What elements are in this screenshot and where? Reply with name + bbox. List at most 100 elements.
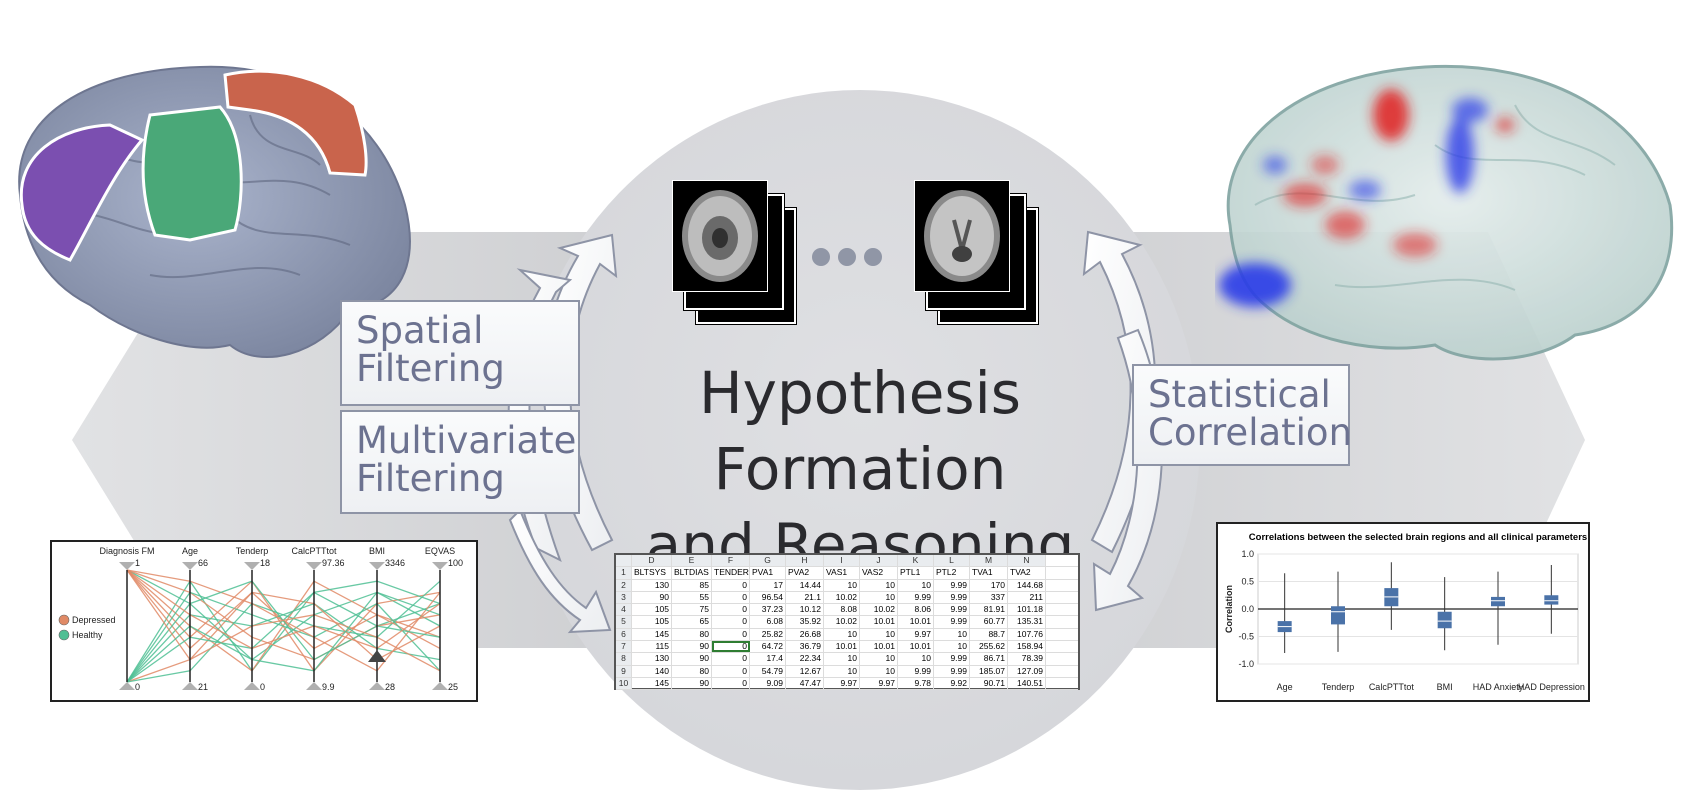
table-cell[interactable]: 47.47 — [786, 677, 824, 690]
column-letter[interactable]: I — [824, 555, 860, 567]
table-cell[interactable]: 12.67 — [786, 665, 824, 677]
axis-bottom-handle[interactable] — [244, 682, 260, 690]
table-cell[interactable]: 22.34 — [786, 653, 824, 665]
table-cell[interactable]: 130 — [632, 579, 672, 591]
table-cell[interactable]: 9.78 — [898, 677, 934, 690]
table-cell[interactable]: 140 — [632, 665, 672, 677]
column-letter[interactable]: D — [632, 555, 672, 567]
table-cell[interactable]: PTL2 — [934, 567, 970, 579]
table-cell[interactable]: 75 — [672, 604, 712, 616]
table-cell[interactable]: PTL1 — [898, 567, 934, 579]
table-cell[interactable]: 10 — [824, 579, 860, 591]
table-cell[interactable]: BLTDIAS — [672, 567, 712, 579]
axis-bottom-handle[interactable] — [119, 682, 135, 690]
table-cell[interactable]: 64.72 — [750, 641, 786, 653]
table-cell[interactable]: 0 — [712, 604, 750, 616]
row-number[interactable]: 6 — [616, 628, 632, 641]
table-cell[interactable]: 9.99 — [898, 665, 934, 677]
table-cell[interactable]: 37.23 — [750, 604, 786, 616]
table-cell[interactable]: 17 — [750, 579, 786, 591]
table-cell[interactable]: 9.09 — [750, 677, 786, 690]
table-cell[interactable]: TVA2 — [1008, 567, 1046, 579]
axis-top-handle[interactable] — [306, 562, 322, 570]
table-cell[interactable]: 0 — [712, 591, 750, 604]
table-cell[interactable]: 145 — [632, 628, 672, 641]
table-cell[interactable]: TVA1 — [970, 567, 1008, 579]
table-cell[interactable]: 10.01 — [824, 641, 860, 653]
table-cell[interactable]: 9.99 — [898, 591, 934, 604]
table-cell[interactable]: 135.31 — [1008, 616, 1046, 628]
table-cell[interactable]: BLTSYS — [632, 567, 672, 579]
table-cell[interactable]: 10.02 — [860, 604, 898, 616]
axis-top-handle[interactable] — [182, 562, 198, 570]
table-cell[interactable]: 145 — [632, 677, 672, 690]
table-cell[interactable]: 211 — [1008, 591, 1046, 604]
table-cell[interactable]: 10 — [860, 653, 898, 665]
table-cell[interactable]: 8.06 — [898, 604, 934, 616]
table-cell[interactable]: 9.99 — [934, 604, 970, 616]
table-cell[interactable]: 105 — [632, 604, 672, 616]
table-cell[interactable]: 144.68 — [1008, 579, 1046, 591]
table-cell[interactable]: 8.08 — [824, 604, 860, 616]
column-letter[interactable]: G — [750, 555, 786, 567]
axis-top-handle[interactable] — [369, 562, 385, 570]
table-cell[interactable]: 35.92 — [786, 616, 824, 628]
table-cell[interactable]: 0 — [712, 665, 750, 677]
axis-bottom-handle[interactable] — [369, 682, 385, 690]
table-cell[interactable]: PVA2 — [786, 567, 824, 579]
table-cell[interactable]: 10.12 — [786, 604, 824, 616]
column-letter[interactable]: E — [672, 555, 712, 567]
table-cell[interactable]: 80 — [672, 665, 712, 677]
table-cell[interactable]: 10.01 — [898, 616, 934, 628]
corner-cell[interactable] — [616, 555, 632, 567]
row-number[interactable]: 3 — [616, 591, 632, 604]
table-cell[interactable]: 60.77 — [970, 616, 1008, 628]
table-cell[interactable]: 10.01 — [898, 641, 934, 653]
table-cell[interactable]: 9.99 — [934, 579, 970, 591]
table-cell[interactable]: 21.1 — [786, 591, 824, 604]
table-cell[interactable]: 337 — [970, 591, 1008, 604]
table-cell[interactable]: 158.94 — [1008, 641, 1046, 653]
table-cell[interactable]: 10 — [934, 641, 970, 653]
table-cell[interactable]: 88.7 — [970, 628, 1008, 641]
row-number[interactable]: 1 — [616, 567, 632, 579]
axis-bottom-handle[interactable] — [306, 682, 322, 690]
table-cell[interactable]: 0 — [712, 579, 750, 591]
table-cell[interactable]: 6.08 — [750, 616, 786, 628]
table-cell[interactable]: 10 — [898, 653, 934, 665]
column-letter[interactable]: J — [860, 555, 898, 567]
table-cell[interactable]: 10 — [860, 591, 898, 604]
table-cell[interactable]: 10 — [934, 628, 970, 641]
table-cell[interactable]: 10 — [860, 665, 898, 677]
table-cell[interactable]: 90 — [672, 653, 712, 665]
table-cell[interactable]: 10 — [824, 665, 860, 677]
table-cell[interactable]: 115 — [632, 641, 672, 653]
table-cell[interactable]: VAS2 — [860, 567, 898, 579]
table-cell[interactable]: 81.91 — [970, 604, 1008, 616]
table-cell[interactable]: 9.92 — [934, 677, 970, 690]
table-cell[interactable]: 80 — [672, 628, 712, 641]
table-cell[interactable]: 10 — [898, 579, 934, 591]
column-letter[interactable]: N — [1008, 555, 1046, 567]
table-cell[interactable]: 9.99 — [934, 591, 970, 604]
table-cell[interactable]: 17.4 — [750, 653, 786, 665]
table-cell[interactable]: 9.99 — [934, 665, 970, 677]
table-cell[interactable]: 0 — [712, 628, 750, 641]
axis-top-handle[interactable] — [244, 562, 260, 570]
axis-top-handle[interactable] — [119, 562, 135, 570]
table-cell[interactable]: 105 — [632, 616, 672, 628]
row-number[interactable]: 8 — [616, 653, 632, 665]
table-cell[interactable]: 101.18 — [1008, 604, 1046, 616]
table-cell[interactable]: 107.76 — [1008, 628, 1046, 641]
table-cell[interactable]: 10.01 — [860, 616, 898, 628]
table-cell[interactable]: 127.09 — [1008, 665, 1046, 677]
column-letter[interactable]: M — [970, 555, 1008, 567]
table-cell[interactable]: 9.97 — [860, 677, 898, 690]
table-cell[interactable]: 55 — [672, 591, 712, 604]
row-number[interactable]: 2 — [616, 579, 632, 591]
table-cell[interactable]: VAS1 — [824, 567, 860, 579]
table-cell[interactable]: 65 — [672, 616, 712, 628]
table-cell[interactable]: 14.44 — [786, 579, 824, 591]
axis-top-handle[interactable] — [432, 562, 448, 570]
table-cell[interactable]: 10 — [824, 628, 860, 641]
